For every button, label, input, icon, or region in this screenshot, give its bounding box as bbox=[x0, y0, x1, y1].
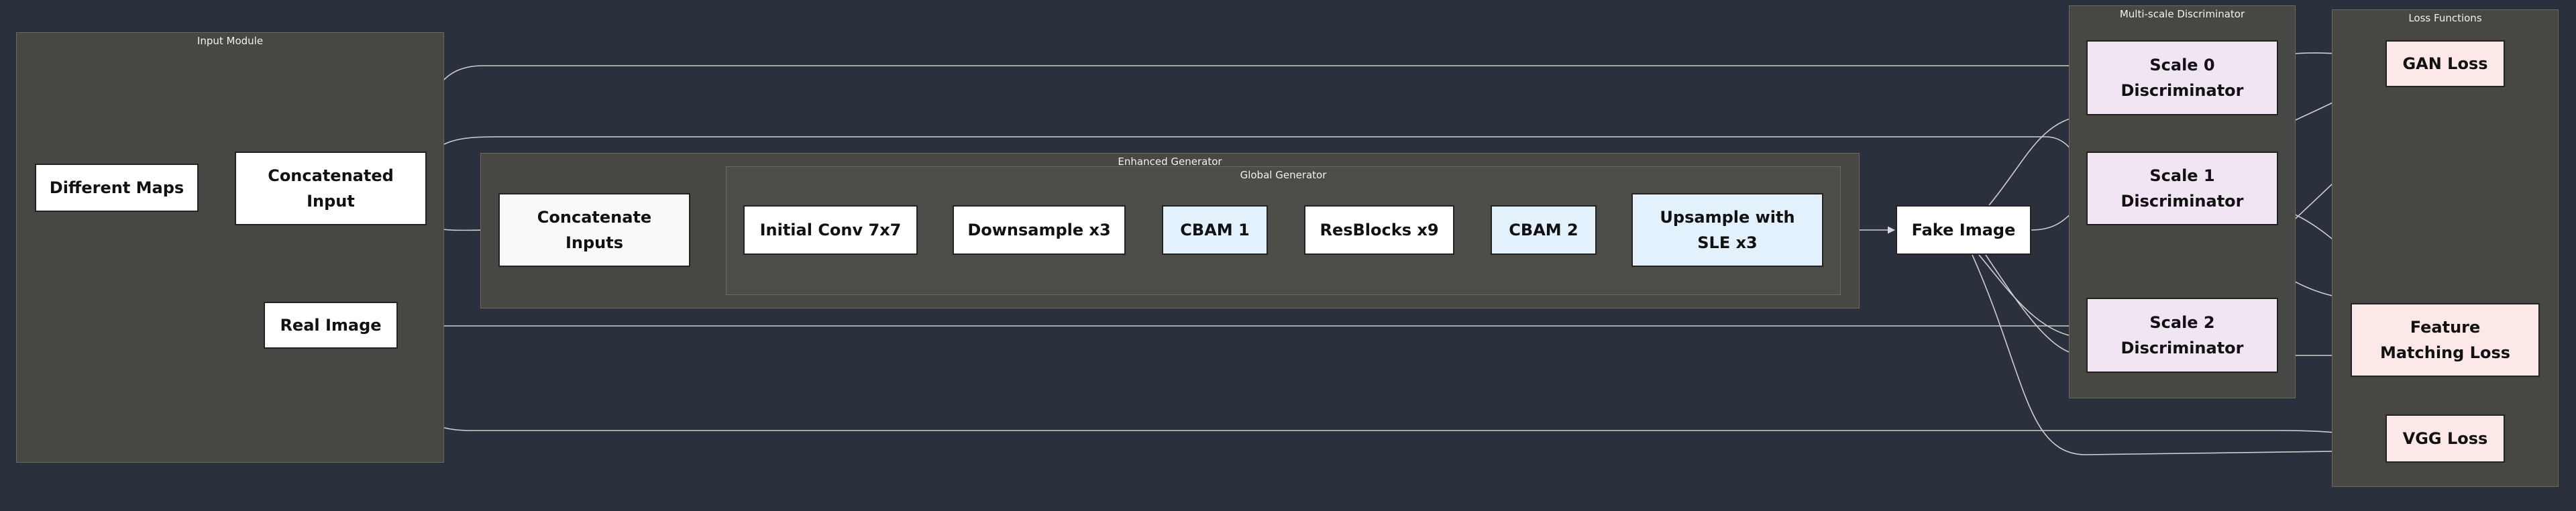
scale1-discriminator-node: Scale 1 Discriminator bbox=[2086, 152, 2278, 225]
initial-conv-node: Initial Conv 7x7 bbox=[743, 205, 918, 255]
concatenate-inputs-label: Concatenate Inputs bbox=[537, 207, 652, 252]
edge-concat-to-scale0 bbox=[407, 62, 2086, 152]
feature-matching-loss-label: Feature Matching Loss bbox=[2379, 317, 2511, 362]
scale0-discriminator-node: Scale 0 Discriminator bbox=[2086, 40, 2278, 115]
input-module-title: Input Module bbox=[197, 35, 264, 47]
scale0-label: Scale 0 Discriminator bbox=[2121, 55, 2244, 100]
scale2-discriminator-node: Scale 2 Discriminator bbox=[2086, 298, 2278, 373]
different-maps-node: Different Maps bbox=[35, 164, 199, 212]
global-generator-title: Global Generator bbox=[1240, 169, 1327, 181]
downsample-label: Downsample x3 bbox=[967, 220, 1111, 239]
gan-loss-label: GAN Loss bbox=[2402, 54, 2488, 73]
initial-conv-label: Initial Conv 7x7 bbox=[759, 220, 902, 239]
vgg-loss-label: VGG Loss bbox=[2402, 429, 2488, 448]
real-image-label: Real Image bbox=[280, 315, 382, 335]
concatenated-input-node: Concatenated Input bbox=[235, 152, 427, 225]
different-maps-label: Different Maps bbox=[49, 178, 184, 197]
cbam2-node: CBAM 2 bbox=[1491, 205, 1597, 255]
edge-fake-to-vgg bbox=[1972, 254, 2385, 455]
loss-functions-title: Loss Functions bbox=[2408, 12, 2482, 24]
scale1-label: Scale 1 Discriminator bbox=[2121, 166, 2244, 211]
resblocks-label: ResBlocks x9 bbox=[1320, 220, 1439, 239]
vgg-loss-node: VGG Loss bbox=[2385, 414, 2505, 463]
cbam1-label: CBAM 1 bbox=[1180, 220, 1250, 239]
resblocks-node: ResBlocks x9 bbox=[1304, 205, 1454, 255]
cbam2-label: CBAM 2 bbox=[1509, 220, 1578, 239]
gan-loss-node: GAN Loss bbox=[2385, 40, 2505, 87]
fake-image-label: Fake Image bbox=[1911, 220, 2016, 239]
upsample-sle-node: Upsample with SLE x3 bbox=[1631, 193, 1823, 267]
real-image-node: Real Image bbox=[264, 302, 398, 349]
fake-image-node: Fake Image bbox=[1896, 205, 2031, 255]
concatenate-inputs-node: Concatenate Inputs bbox=[498, 193, 690, 267]
downsample-node: Downsample x3 bbox=[953, 205, 1126, 255]
scale2-label: Scale 2 Discriminator bbox=[2121, 313, 2244, 357]
multiscale-discriminator-title: Multi-scale Discriminator bbox=[2119, 8, 2245, 20]
upsample-sle-label: Upsample with SLE x3 bbox=[1660, 207, 1795, 252]
concatenated-input-label: Concatenated Input bbox=[268, 166, 394, 211]
input-module-cluster: Input Module bbox=[16, 32, 444, 463]
loss-functions-cluster: Loss Functions bbox=[2332, 9, 2559, 487]
cbam1-node: CBAM 1 bbox=[1162, 205, 1268, 255]
feature-matching-loss-node: Feature Matching Loss bbox=[2351, 303, 2540, 377]
enhanced-generator-title: Enhanced Generator bbox=[1118, 156, 1222, 168]
